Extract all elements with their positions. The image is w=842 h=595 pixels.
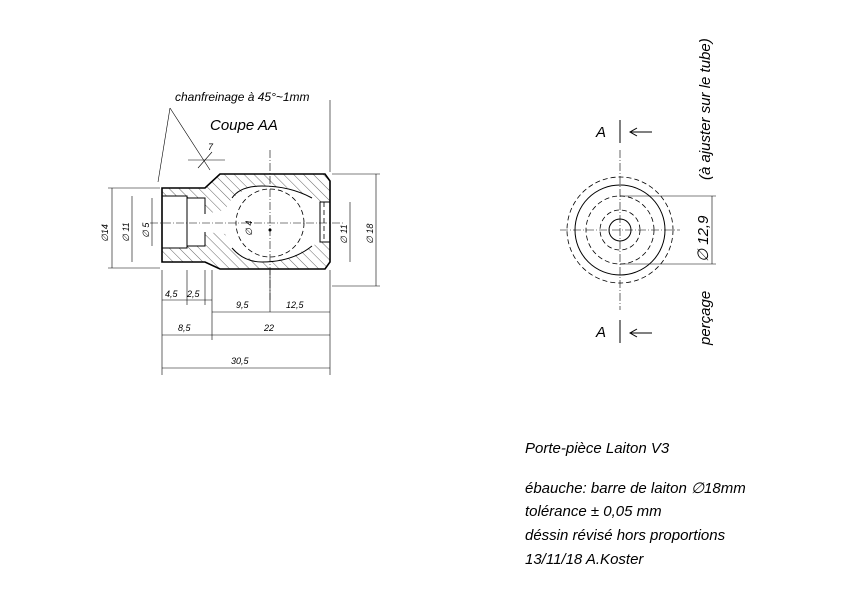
dim-d11-right: ∅ 11 xyxy=(339,224,349,244)
end-view: A A ∅ 12,9 (à ajuster sur le tube) perça… xyxy=(560,38,716,346)
marker-a-bottom: A xyxy=(595,324,606,341)
dim-d14: ∅14 xyxy=(100,224,110,242)
dim-12-5: 12,5 xyxy=(286,300,305,310)
right-bore xyxy=(319,201,330,243)
dim-7: 7 xyxy=(208,142,214,152)
cross-hole xyxy=(231,185,313,263)
dim-30-5: 30,5 xyxy=(231,356,250,366)
hatch-lower xyxy=(162,232,330,269)
left-bore xyxy=(162,195,206,249)
dim-d5: ∅ 5 xyxy=(141,222,151,238)
end-dia-label: ∅ 12,9 xyxy=(695,215,712,262)
section-view: Coupe AA chanfreinage à 45°~1mm 7 ∅14 ∅ … xyxy=(100,90,380,375)
dim-d4: ∅ 4 xyxy=(244,221,254,236)
dim-4-5: 4,5 xyxy=(165,289,179,299)
info-line-4: 13/11/18 A.Koster xyxy=(525,551,644,568)
dim-d11-left: ∅ 11 xyxy=(121,222,131,242)
dim-22: 22 xyxy=(263,323,274,333)
dim-d18: ∅ 18 xyxy=(365,224,375,244)
marker-a-top: A xyxy=(595,124,606,141)
dim-8-5: 8,5 xyxy=(178,323,192,333)
adjust-note: (à ajuster sur le tube) xyxy=(697,38,714,180)
hatch-upper xyxy=(162,174,330,214)
dim-9-5: 9,5 xyxy=(236,300,250,310)
chamfer-note: chanfreinage à 45°~1mm xyxy=(175,90,310,104)
bore-note: perçage xyxy=(697,291,714,346)
info-title: Porte-pièce Laiton V3 xyxy=(525,440,670,457)
part-outline xyxy=(161,173,331,270)
info-line-3: déssin révisé hors proportions xyxy=(525,527,726,544)
info-line-2: tolérance ± 0,05 mm xyxy=(525,503,662,520)
info-line-1: ébauche: barre de laiton ∅18mm xyxy=(525,480,746,497)
dim-2-5: 2,5 xyxy=(186,289,201,299)
section-title: Coupe AA xyxy=(210,117,278,134)
